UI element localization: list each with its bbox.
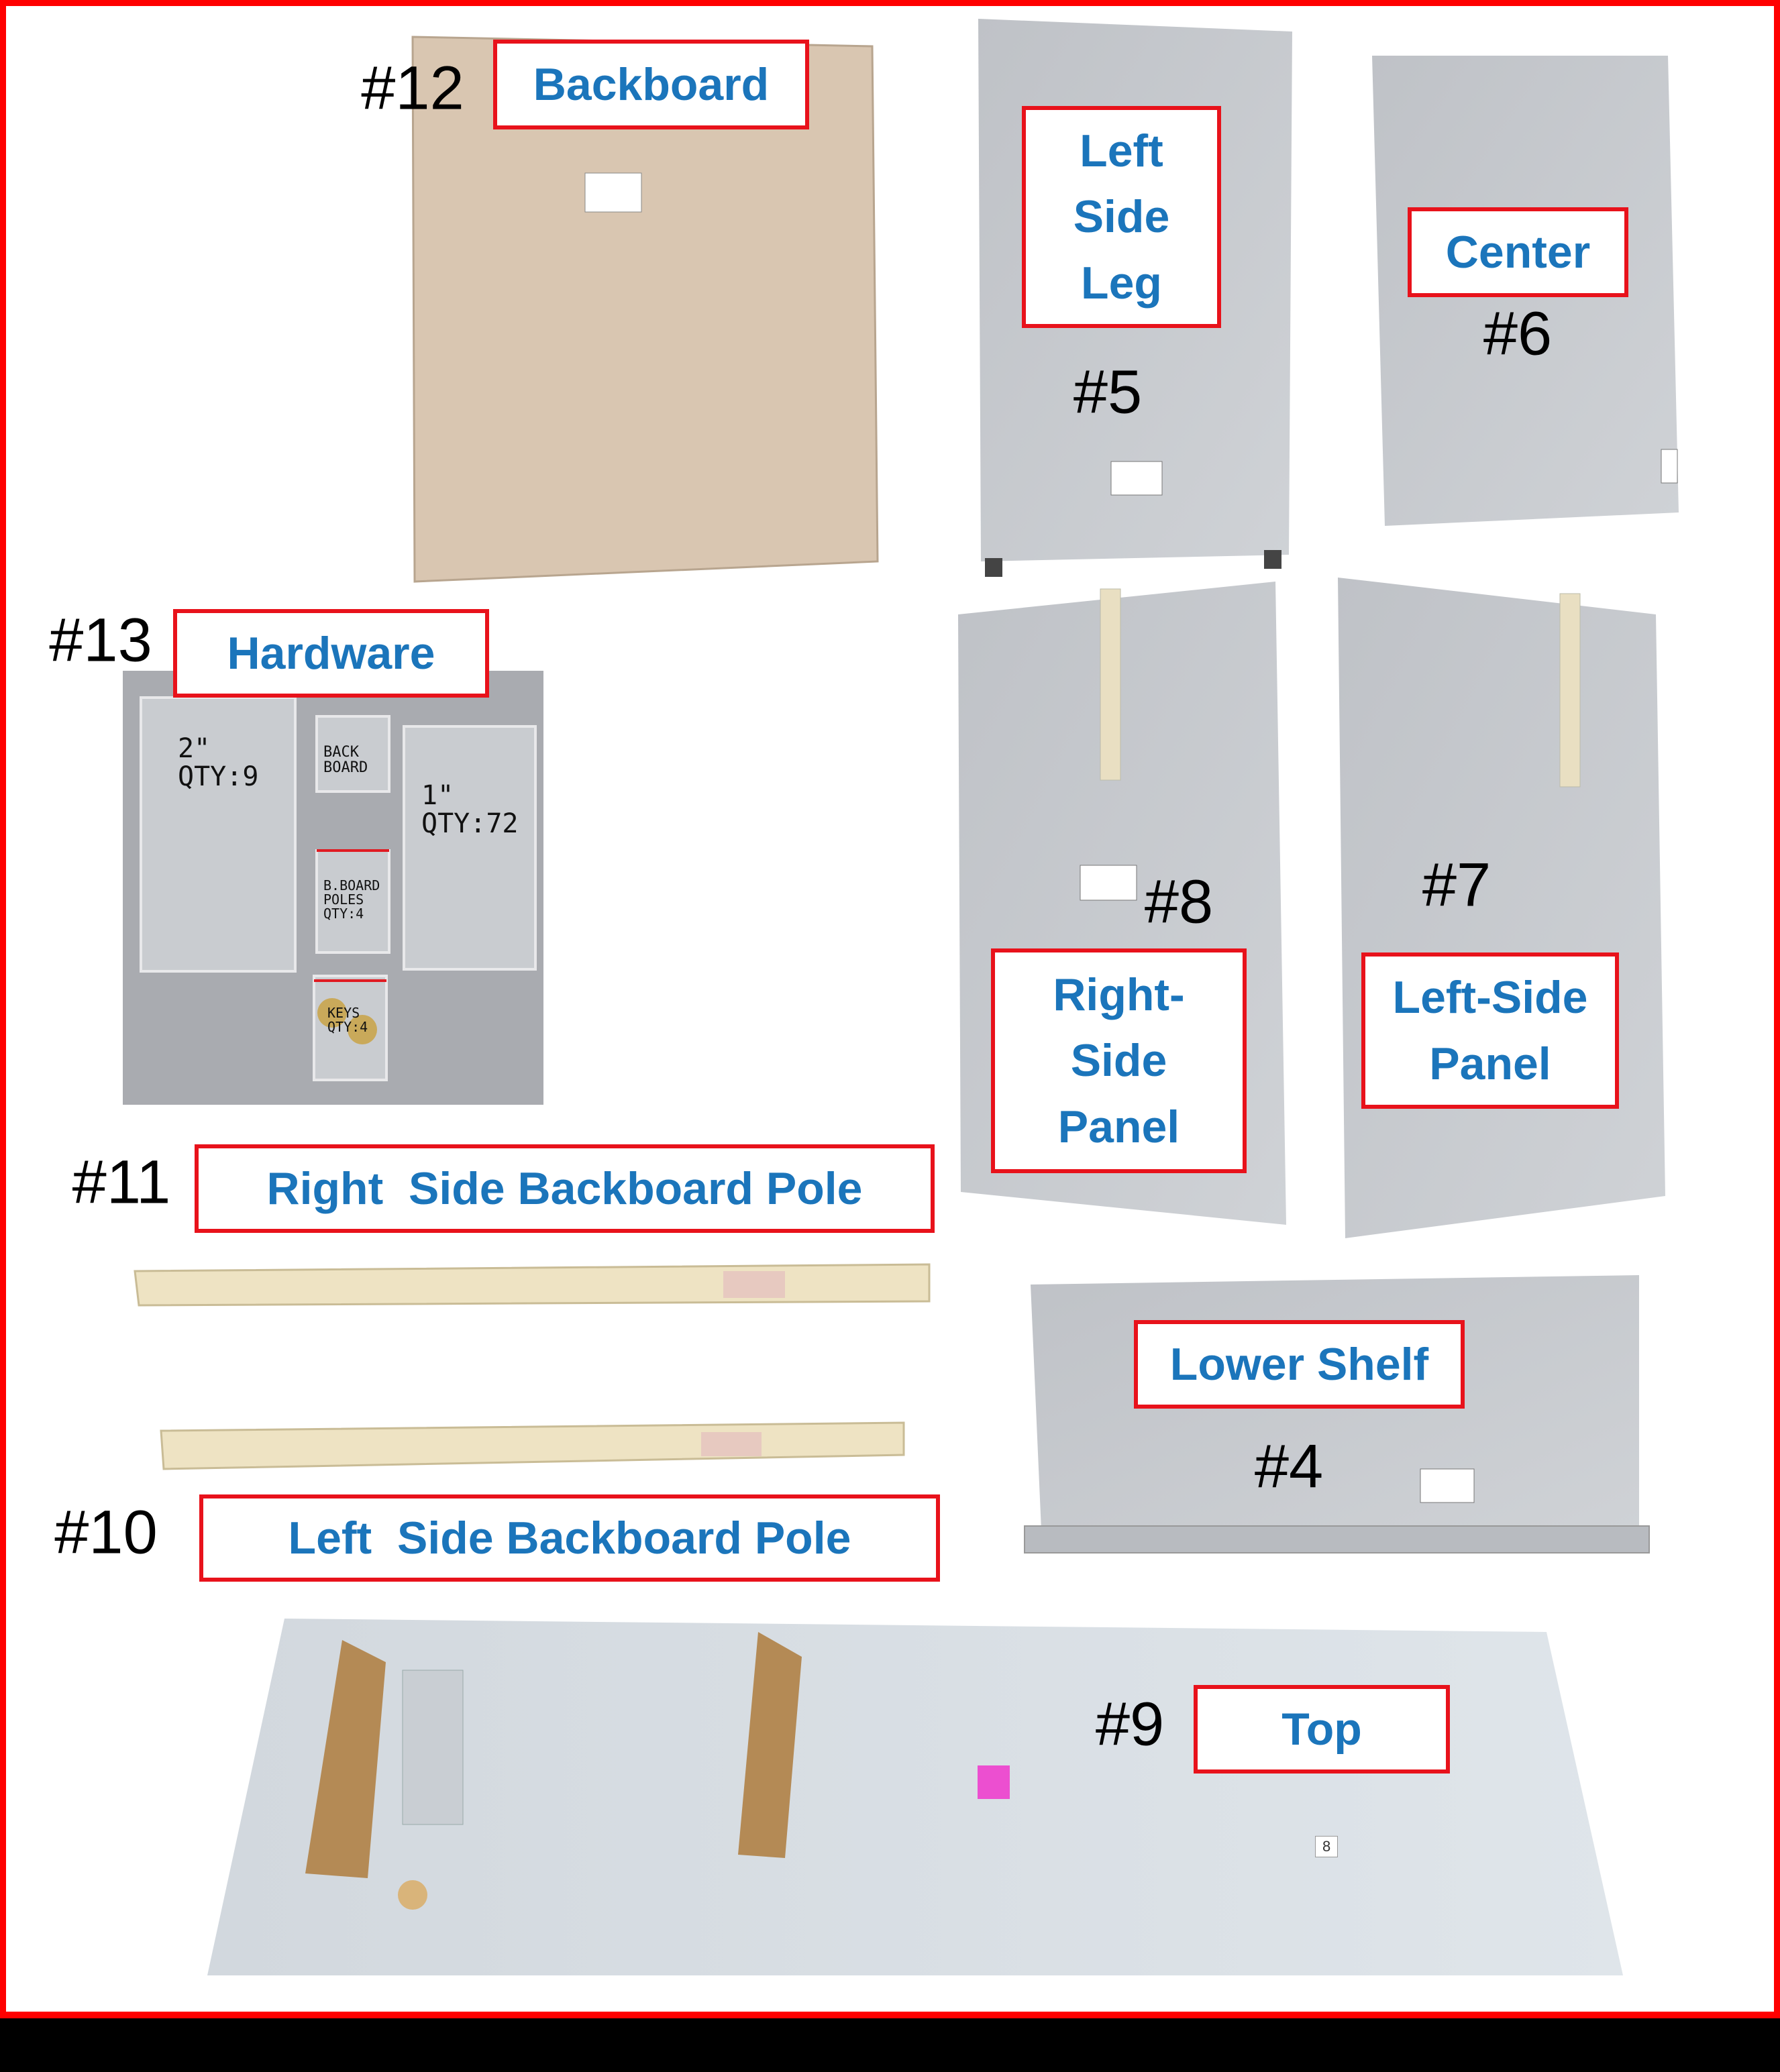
part-number: #4 [1254, 1432, 1324, 1501]
part-number: #8 [1144, 867, 1214, 936]
panel-sticker [1661, 449, 1678, 484]
bag-label: 2" QTY:9 [178, 733, 259, 792]
right-side-backboard-pole [134, 1263, 931, 1307]
left-side-backboard-pole [160, 1421, 905, 1470]
label-center: Center [1408, 207, 1628, 297]
bag [315, 849, 390, 954]
label-left-side-panel: Left-Side Panel [1361, 952, 1619, 1109]
label-lower-shelf: Lower Shelf [1134, 1320, 1465, 1409]
leg-foot [985, 558, 1002, 577]
leg-foot [1264, 550, 1281, 569]
pink-tag [978, 1765, 1010, 1799]
part-number: #5 [1073, 358, 1143, 427]
grommet-hole [398, 1880, 427, 1910]
left-side-panel [1338, 578, 1665, 1238]
panel-sticker [1110, 461, 1163, 496]
bag [403, 725, 537, 971]
metal-rail [402, 1670, 464, 1825]
part-number: #6 [1483, 299, 1553, 368]
top-sticker: 8 [1315, 1836, 1339, 1857]
label-right-side-backboard-pole: Right Side Backboard Pole [195, 1144, 935, 1233]
bag-label: 1" QTY:72 [421, 780, 519, 839]
backboard-sticker [584, 172, 642, 213]
label-top: Top [1194, 1685, 1450, 1774]
bag-label: BACK BOARD [323, 744, 368, 777]
part-number: #9 [1095, 1690, 1165, 1759]
corner-protector [305, 1640, 386, 1878]
label-hardware: Hardware [173, 609, 489, 698]
bag-label: KEYS QTY:4 [327, 1005, 368, 1035]
part-number: #12 [361, 54, 464, 123]
part-number: #11 [72, 1148, 171, 1217]
part-number: #10 [54, 1498, 158, 1567]
wood-cleat [1559, 593, 1581, 787]
label-left-side-backboard-pole: Left Side Backboard Pole [199, 1494, 940, 1582]
key [348, 1015, 377, 1044]
pole-tag [723, 1271, 785, 1298]
corner-protector [738, 1632, 802, 1858]
lower-shelf-edge [1024, 1525, 1650, 1553]
part-number: #13 [49, 606, 152, 675]
bag [140, 696, 297, 973]
key [317, 998, 347, 1028]
pole-tag [701, 1432, 762, 1456]
panel-sticker [1080, 865, 1137, 901]
bag [315, 715, 390, 793]
label-right-side-panel: Right- Side Panel [991, 948, 1247, 1173]
part-number: #7 [1422, 851, 1491, 920]
label-backboard: Backboard [493, 40, 809, 129]
bag-label: B.BOARD POLES QTY:4 [323, 877, 380, 922]
label-left-side-leg: Left Side Leg [1022, 106, 1221, 328]
panel-sticker [1420, 1468, 1475, 1503]
wood-cleat [1100, 588, 1121, 781]
